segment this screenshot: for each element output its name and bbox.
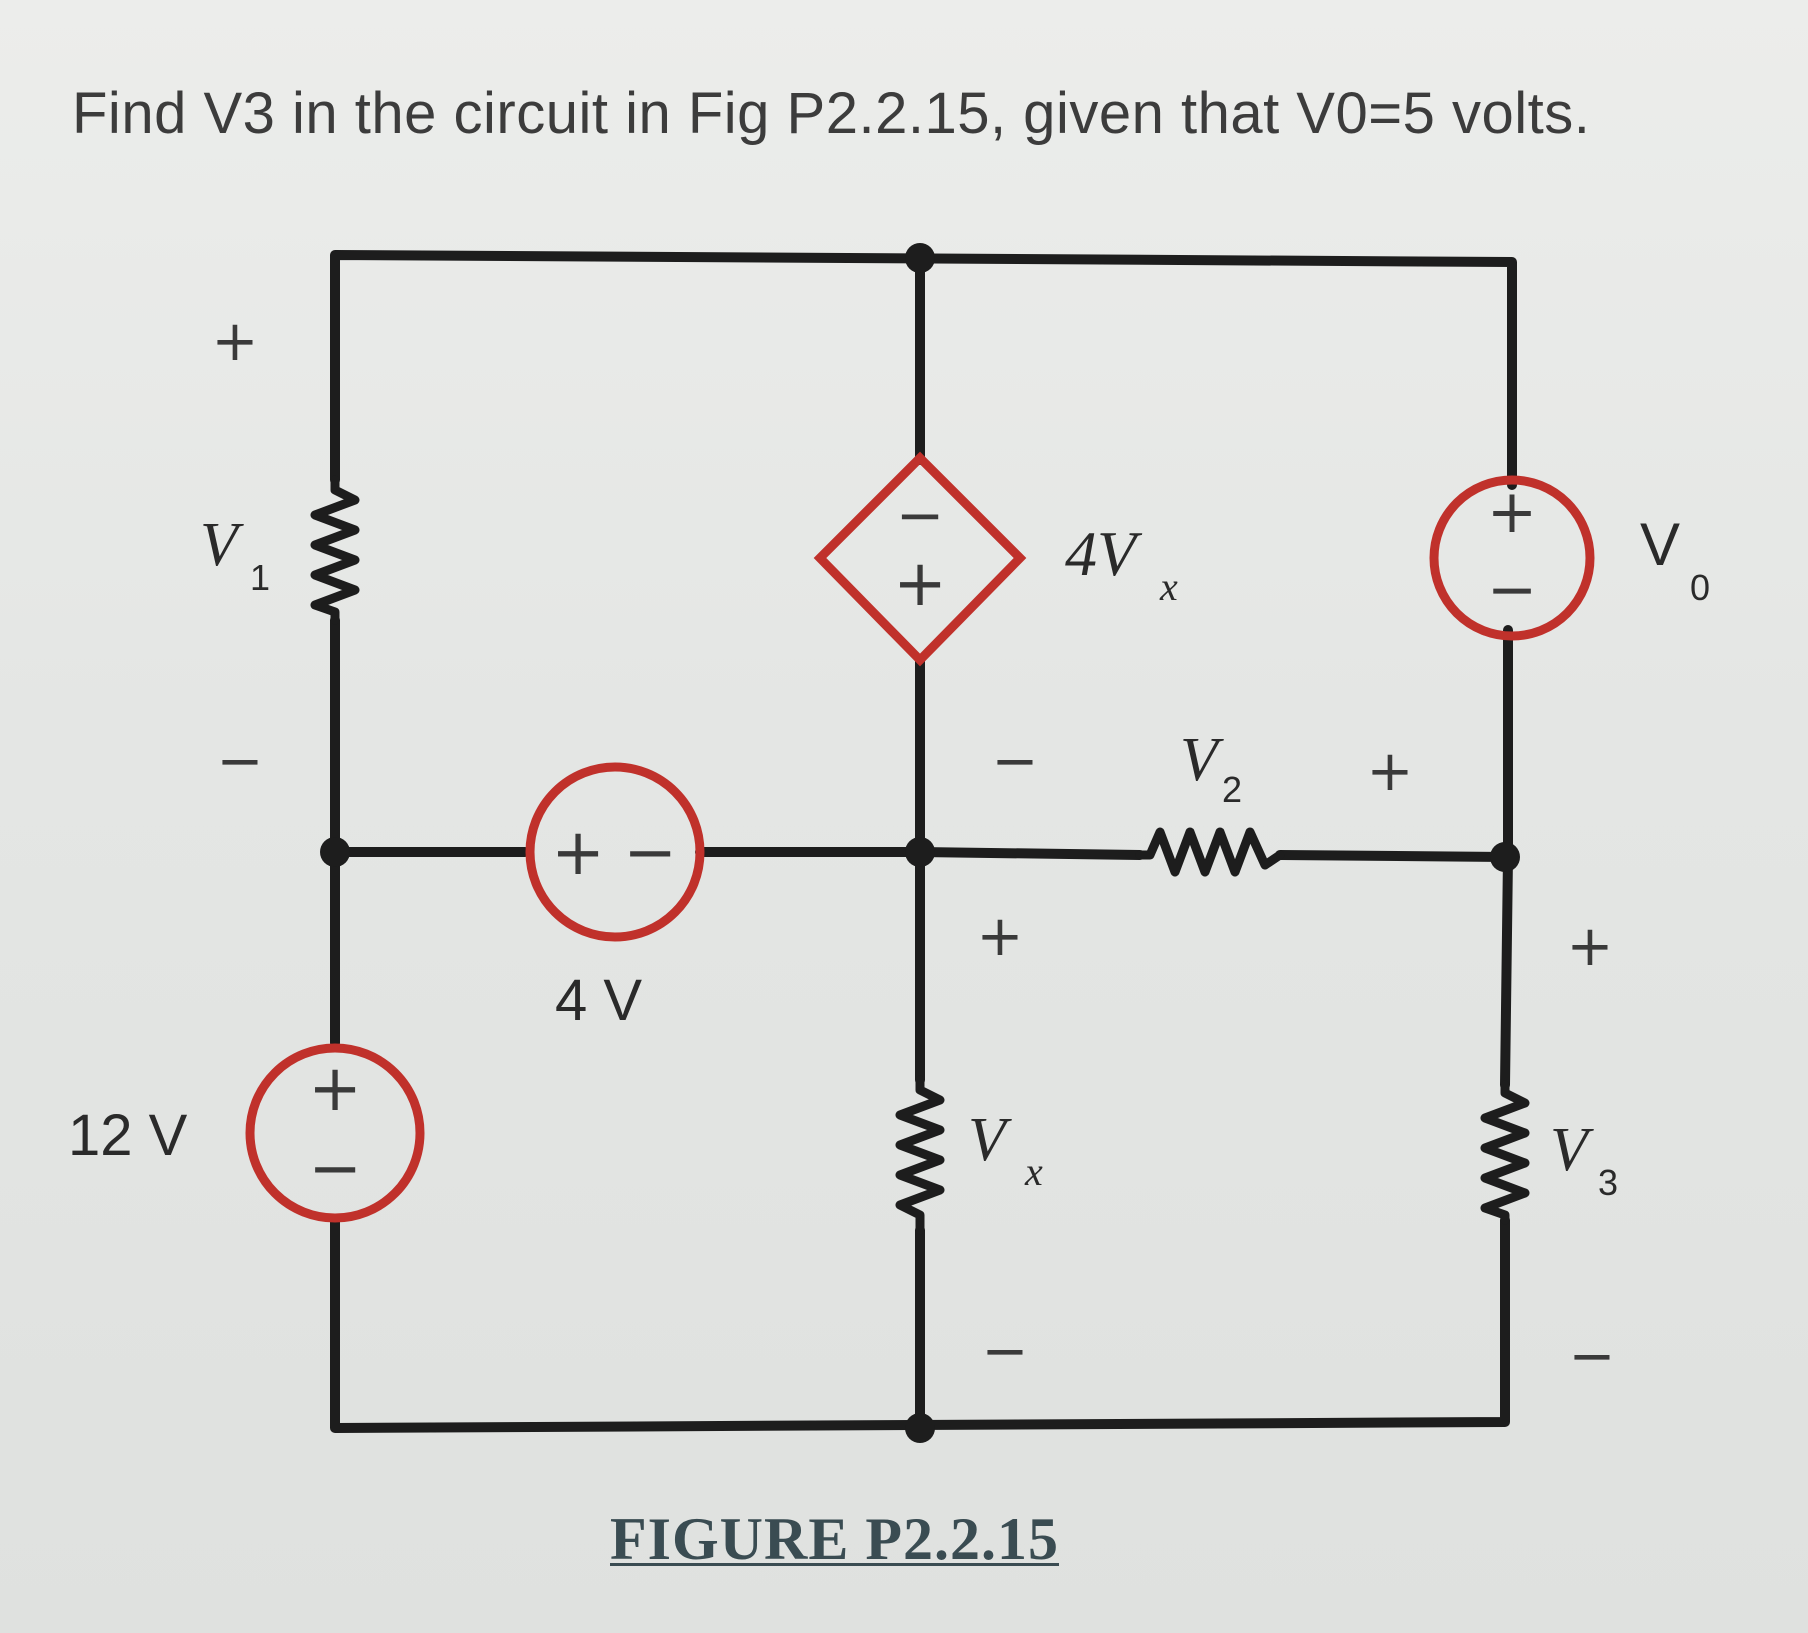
svg-text:−: −: [1487, 555, 1537, 625]
svg-text:+: +: [893, 547, 947, 621]
v1-plus-sign: +: [212, 309, 259, 374]
node-top-center: [905, 243, 935, 273]
source-4v: + −: [525, 762, 705, 942]
v3-plus-sign: +: [1567, 914, 1614, 979]
v3-label: V: [1550, 1116, 1594, 1184]
node-left-mid: [320, 837, 350, 867]
wire-mid-right-a: [915, 847, 1145, 860]
svg-text:+: +: [308, 1052, 362, 1126]
v1-minus-sign: −: [217, 729, 264, 794]
wire-right-low: [1500, 852, 1513, 1090]
figure-caption: FIGURE P2.2.15: [610, 1506, 1059, 1572]
v0-label: V: [1640, 511, 1680, 578]
question-text: Find V3 in the circuit in Fig P2.2.15, g…: [72, 81, 1591, 146]
node-right-mid: [1490, 842, 1520, 872]
resistor-v1: [310, 475, 360, 625]
resistor-v2: [1135, 827, 1285, 877]
dependent-source-4vx: − +: [813, 451, 1027, 667]
dep-minus-sign: −: [992, 729, 1039, 794]
vx-plus-sign: +: [977, 904, 1024, 969]
v1-label: V: [200, 511, 244, 579]
v0-subscript: 0: [1690, 567, 1710, 608]
v1-subscript: 1: [250, 557, 270, 598]
v3-subscript: 3: [1598, 1162, 1618, 1203]
dependent-source-subscript: x: [1159, 564, 1178, 609]
svg-text:−: −: [896, 481, 945, 549]
dependent-source-label: 4V: [1065, 518, 1143, 589]
v2-subscript: 2: [1222, 769, 1242, 810]
v2-plus-sign: +: [1367, 739, 1414, 804]
source-12v: + −: [245, 1043, 425, 1223]
vx-subscript: x: [1024, 1149, 1043, 1194]
node-bottom-center: [905, 1413, 935, 1443]
wire-mid-right-b: [1275, 850, 1510, 862]
svg-text:−: −: [623, 816, 677, 890]
svg-text:+: +: [551, 816, 605, 890]
svg-text:−: −: [308, 1132, 362, 1206]
source-4v-label: 4 V: [555, 968, 642, 1033]
v2-label: V: [1180, 726, 1224, 794]
vx-label: V: [968, 1106, 1012, 1174]
vx-minus-sign: −: [982, 1319, 1029, 1384]
source-v0: + −: [1429, 475, 1595, 641]
v3-minus-sign: −: [1569, 1324, 1616, 1389]
resistor-vx: [895, 1075, 945, 1235]
svg-text:+: +: [1487, 477, 1537, 547]
source-12v-label: 12 V: [68, 1103, 188, 1168]
resistor-v3: [1480, 1080, 1530, 1225]
node-center-mid: [905, 837, 935, 867]
